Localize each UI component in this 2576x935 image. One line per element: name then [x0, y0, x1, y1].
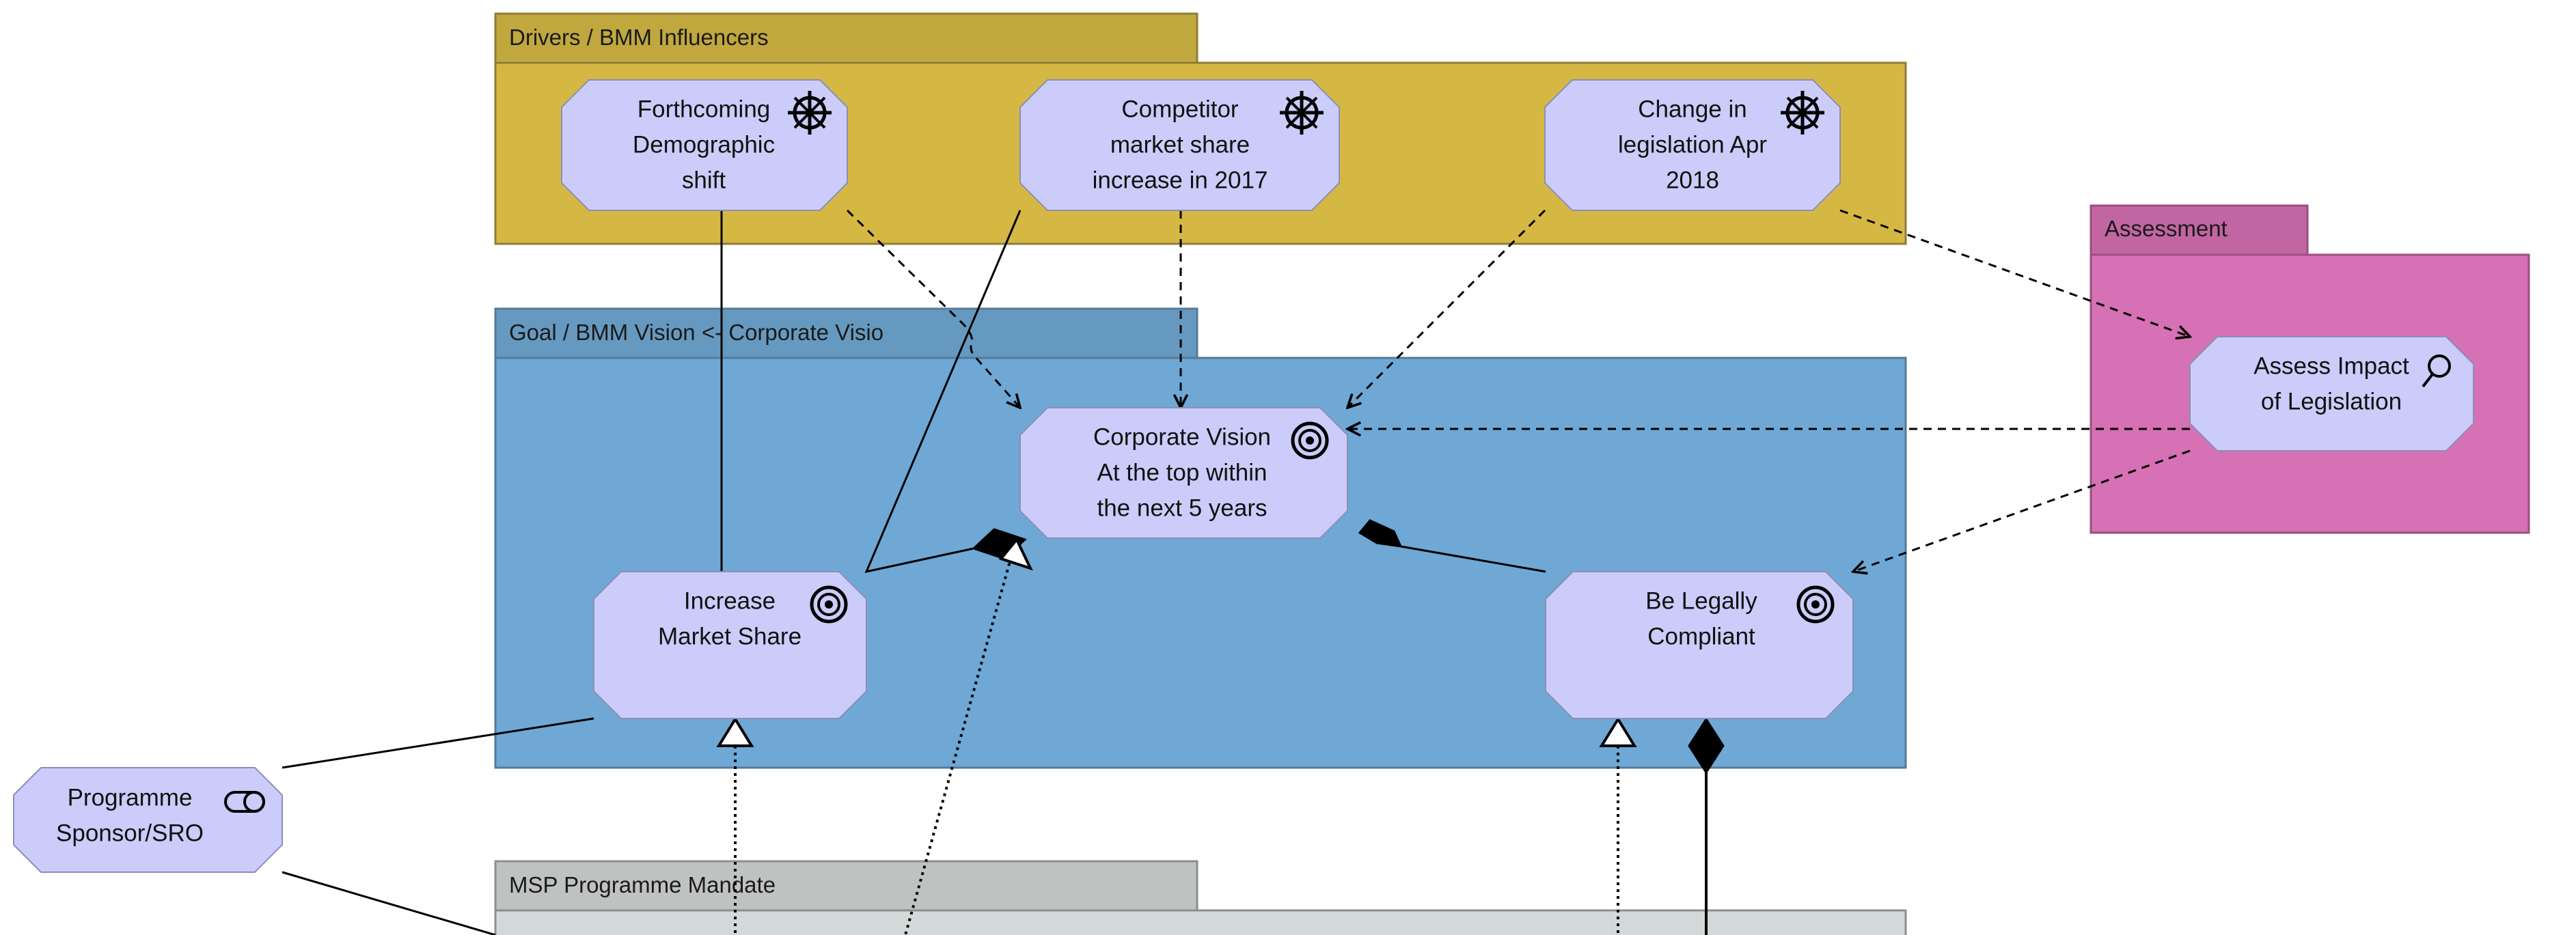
- influence-d1-cv[interactable]: [846, 209, 1020, 408]
- composition-diamond-blc-cv: [1358, 519, 1403, 548]
- node-shape[interactable]: [1544, 79, 1841, 211]
- node-label-line: Demographic: [633, 131, 775, 158]
- package-drivers-tab[interactable]: [494, 12, 1198, 64]
- package-msp-title: MSP Programme Mandate: [509, 872, 776, 897]
- role-toggle-icon: [224, 791, 265, 813]
- influence-d3-ail[interactable]: [1839, 209, 2190, 337]
- composition-diamond-msp-blc: [1688, 717, 1725, 774]
- node-ail[interactable]: Assess Impact of Legislation: [2189, 336, 2474, 451]
- node-shape[interactable]: [561, 79, 848, 211]
- node-label-line: the next 5 years: [1097, 494, 1267, 521]
- association-pss-ims[interactable]: [282, 717, 594, 769]
- node-label-line: Be Legally: [1645, 587, 1757, 614]
- node-label-line: increase in 2017: [1093, 167, 1268, 193]
- node-label-line: of Legislation: [2261, 388, 2402, 415]
- node-shape[interactable]: [1019, 79, 1340, 211]
- package-msp[interactable]: MSP Programme Mandate: [494, 860, 1907, 935]
- assessment-magnifier-icon: [2422, 354, 2451, 388]
- connectors: [282, 209, 2191, 935]
- node-label-line: Forthcoming: [638, 96, 771, 122]
- node-label-line: legislation Apr: [1618, 131, 1767, 158]
- realization-triangle-blc: [1599, 716, 1637, 747]
- node-cv[interactable]: Corporate Vision At the top within the nex…: [1019, 407, 1348, 539]
- goal-target-icon: [810, 585, 848, 624]
- package-goal-tab[interactable]: [494, 307, 1198, 359]
- node-label-line: Assess Impact: [2253, 352, 2409, 379]
- node-d2[interactable]: Competitor market share increase in 2017: [1019, 79, 1340, 211]
- goal-target-icon: [1291, 421, 1329, 460]
- driver-wheel-icon: [788, 91, 832, 135]
- goal-target-icon: [1796, 585, 1835, 624]
- package-goal-title: Goal / BMM Vision <- Corporate Visio: [509, 320, 883, 345]
- node-shape[interactable]: [13, 767, 283, 873]
- node-label-line: Programme: [68, 784, 193, 811]
- package-assessment-tab[interactable]: [2089, 204, 2309, 256]
- composition-blc-cv-line[interactable]: [1400, 545, 1546, 573]
- node-label-line: market share: [1110, 131, 1250, 158]
- association-d2-ims[interactable]: [864, 210, 1022, 574]
- connector-ends: [716, 519, 1725, 774]
- node-shape[interactable]: [1545, 571, 1854, 719]
- package-assessment-title: Assessment: [2105, 216, 2228, 241]
- node-d3[interactable]: Change in legislation Apr 2018: [1544, 79, 1841, 211]
- node-label-line: 2018: [1666, 167, 1719, 193]
- package-msp-tab[interactable]: [494, 860, 1198, 912]
- influence-d3-cv[interactable]: [1347, 209, 1546, 408]
- node-label-line: At the top within: [1097, 459, 1267, 486]
- realization-triangle-cv: [998, 537, 1033, 571]
- node-label-line: Competitor: [1121, 96, 1239, 122]
- node-label-line: Corporate Vision: [1093, 423, 1271, 450]
- package-drivers-title: Drivers / BMM Influencers: [509, 25, 769, 50]
- realization-triangle-ims: [716, 716, 754, 747]
- node-shape[interactable]: [1019, 407, 1348, 539]
- node-label-line: Market Share: [658, 623, 801, 650]
- driver-wheel-icon: [1781, 91, 1824, 135]
- node-label-line: Change in: [1638, 96, 1747, 122]
- node-shape[interactable]: [593, 571, 867, 719]
- driver-wheel-icon: [1280, 91, 1324, 135]
- influence-ail-blc[interactable]: [1853, 449, 2191, 572]
- node-label-line: Compliant: [1647, 623, 1755, 650]
- node-label-line: Increase: [684, 587, 776, 614]
- node-label-line: Sponsor/SRO: [56, 820, 204, 846]
- package-msp-body[interactable]: [494, 909, 1907, 935]
- node-label-line: shift: [682, 167, 726, 193]
- node-shape[interactable]: [2189, 336, 2474, 451]
- association-pss-msp[interactable]: [282, 871, 496, 935]
